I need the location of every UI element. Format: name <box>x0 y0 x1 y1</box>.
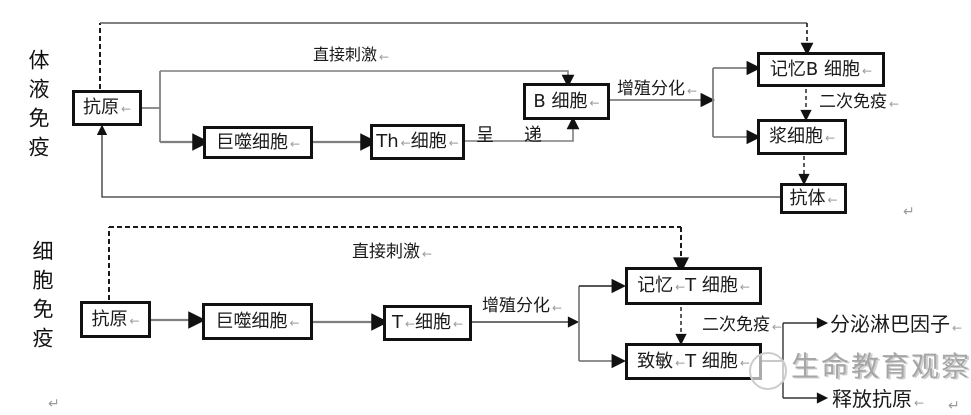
label-secondary-immunity-cellular: 二次免疫← <box>702 317 782 334</box>
section-label-humoral-immunity: 体液免疫 <box>26 49 50 165</box>
box-t-cell: T←细胞← <box>383 305 472 341</box>
box-sensitized-t-cell-label-pre: 致敏 <box>637 350 674 372</box>
label-direct-stimulation-humoral: 直接刺激← <box>313 45 390 64</box>
return-mark: ← <box>675 355 686 370</box>
return-mark: ← <box>379 50 390 64</box>
box-memory-b-cell-label: 记忆B 细胞 <box>769 58 860 80</box>
return-mark: ← <box>889 97 900 111</box>
box-memory-t-cell: 记忆←T 细胞← <box>625 267 762 305</box>
label-direct-stimulation-cellular-text: 直接刺激 <box>352 242 420 262</box>
return-mark: ← <box>952 321 963 335</box>
return-mark: ← <box>824 131 836 145</box>
box-plasma-cell-label: 浆细胞 <box>768 126 823 147</box>
box-t-cell-label-pre: T <box>391 312 403 333</box>
box-th-cell-label-post: 细胞 <box>410 131 447 152</box>
return-mark: ← <box>827 192 838 207</box>
box-plasma-cell: 浆细胞← <box>757 119 847 155</box>
return-mark: ← <box>404 317 415 331</box>
label-release-antigen-text: 释放抗原 <box>832 387 912 411</box>
label-antigen-presentation: 呈 递 <box>476 127 548 145</box>
return-mark: ← <box>400 136 411 150</box>
box-t-cell-label-post: 细胞 <box>415 312 451 333</box>
label-proliferation-differentiation-humoral: 增殖分化← <box>617 81 697 98</box>
return-mark: ← <box>687 84 698 98</box>
label-antigen-presentation-text: 呈 递 <box>476 125 548 146</box>
box-th-cell-label-pre: Th <box>376 131 399 152</box>
return-mark: ← <box>453 317 464 331</box>
return-mark: ← <box>589 95 600 110</box>
box-macrophage-cellular-label: 巨噬细胞 <box>215 310 288 332</box>
arrow-th-to-bcell-presentation <box>465 116 580 142</box>
label-direct-stimulation-humoral-text: 直接刺激 <box>313 45 378 64</box>
box-antigen-cellular-label: 抗原 <box>91 308 128 330</box>
section-label-cellular-immunity: 细胞免疫 <box>30 240 54 356</box>
box-sensitized-t-cell-label-post: T 细胞 <box>685 350 738 372</box>
paragraph-mark: ↵ <box>48 396 60 412</box>
label-secondary-immunity-humoral-text: 二次免疫 <box>819 92 887 112</box>
label-direct-stimulation-cellular: 直接刺激← <box>352 244 432 261</box>
watermark-text: 生命教育观察← <box>791 353 971 381</box>
return-mark: ← <box>289 315 300 330</box>
return-mark: ← <box>448 136 459 150</box>
label-proliferation-differentiation-humoral-text: 增殖分化 <box>617 79 685 99</box>
label-secrete-lymphokine: 分泌淋巴因子← <box>830 314 962 334</box>
label-proliferation-differentiation-cellular-text: 增殖分化 <box>482 296 550 316</box>
box-sensitized-t-cell: 致敏←T 细胞← <box>625 343 762 380</box>
return-mark: ← <box>772 320 783 334</box>
direct-stim1-arrow-into-bcell <box>160 70 575 88</box>
box-memory-b-cell: 记忆B 细胞← <box>757 52 885 87</box>
label-secondary-immunity-humoral: 二次免疫← <box>819 94 899 111</box>
return-mark: ← <box>675 280 686 294</box>
box-antibody: 抗体← <box>780 183 847 214</box>
label-secondary-immunity-cellular-text: 二次免疫 <box>702 315 770 335</box>
paragraph-mark: ↵ <box>903 204 915 220</box>
return-mark: ← <box>739 280 750 294</box>
return-mark: ← <box>914 396 925 410</box>
box-antibody-label: 抗体 <box>789 187 826 209</box>
label-release-antigen: 释放抗原← <box>832 389 924 409</box>
return-mark: ← <box>862 63 873 78</box>
paragraph-mark: ↵ <box>948 398 960 414</box>
feedback-antibody-to-antigen1 <box>96 124 780 198</box>
box-th-cell: Th←细胞← <box>370 124 465 160</box>
box-memory-t-cell-label-pre: 记忆 <box>637 275 674 296</box>
label-proliferation-differentiation-cellular: 增殖分化← <box>482 298 562 315</box>
label-secrete-lymphokine-text: 分泌淋巴因子 <box>830 312 950 336</box>
return-mark: ← <box>289 136 301 151</box>
return-mark: ← <box>120 102 132 116</box>
box-memory-t-cell-label-post: T 细胞 <box>685 275 738 296</box>
return-mark: ← <box>739 355 750 370</box>
box-macrophage-cellular: 巨噬细胞← <box>202 303 313 340</box>
box-b-cell-label: B 细胞 <box>533 90 588 112</box>
watermark-text-label: 生命教育观察 <box>791 350 971 383</box>
box-antigen-humoral: 抗原← <box>72 90 142 126</box>
box-b-cell: B 细胞← <box>523 83 610 120</box>
return-mark: ← <box>129 313 140 328</box>
box-macrophage-humoral: 巨噬细胞← <box>203 126 313 159</box>
return-mark: ← <box>422 247 433 261</box>
box-macrophage-humoral-label: 巨噬细胞 <box>215 131 288 153</box>
return-mark: ← <box>552 301 563 315</box>
box-antigen-cellular: 抗原← <box>80 301 151 338</box>
box-antigen-humoral-label: 抗原 <box>82 97 119 118</box>
watermark-logo-circle <box>749 352 787 390</box>
